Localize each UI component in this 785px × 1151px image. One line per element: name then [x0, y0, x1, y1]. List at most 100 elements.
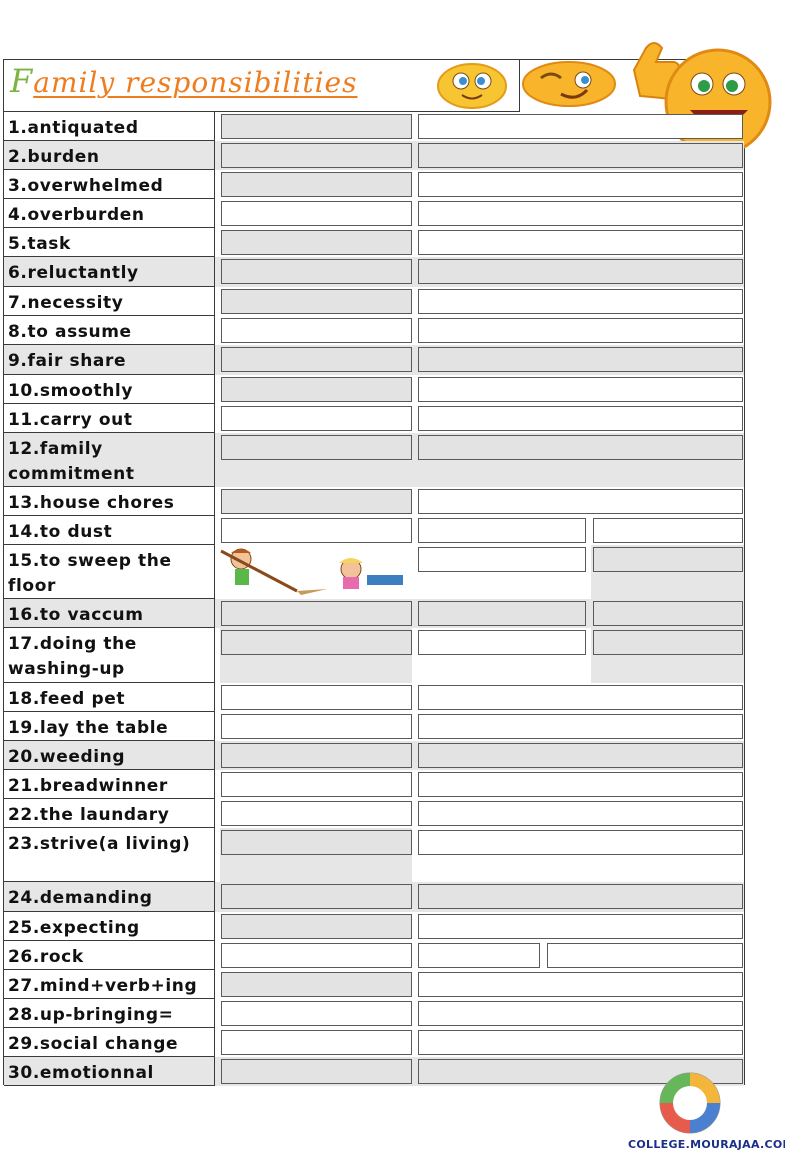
- answer-box-meaning[interactable]: [221, 830, 412, 855]
- answer-box-form-2[interactable]: [593, 601, 743, 626]
- answer-box-meaning[interactable]: [221, 714, 412, 739]
- answer-box-meaning[interactable]: [221, 685, 412, 710]
- answer-box-definition[interactable]: [418, 884, 743, 909]
- vocab-term: 7.necessity: [4, 287, 215, 316]
- answer-box-meaning[interactable]: [221, 406, 412, 431]
- answer-box-meaning[interactable]: [221, 943, 412, 968]
- answer-box-definition[interactable]: [418, 801, 743, 826]
- answer-box-meaning[interactable]: [221, 143, 412, 168]
- vocab-term: 9.fair share: [4, 345, 215, 375]
- vocab-term: 15.to sweep the floor: [4, 545, 215, 599]
- table-row: 1.antiquated: [4, 112, 744, 141]
- vocab-term: 26.rock: [4, 941, 215, 970]
- vocab-term: 27.mind+verb+ing: [4, 970, 215, 999]
- answer-box-meaning[interactable]: [221, 914, 412, 939]
- answer-box-form-2[interactable]: [547, 943, 743, 968]
- answer-box-meaning[interactable]: [221, 1059, 412, 1084]
- answer-box-definition[interactable]: [418, 772, 743, 797]
- answer-box-definition[interactable]: [418, 114, 743, 139]
- smiley-icon: [437, 63, 507, 109]
- answer-box-meaning[interactable]: [221, 201, 412, 226]
- answer-box-meaning[interactable]: [221, 601, 412, 626]
- answer-box-definition[interactable]: [418, 259, 743, 284]
- answer-box-meaning[interactable]: [221, 489, 412, 514]
- table-row: 15.to sweep the floor: [4, 545, 744, 599]
- answer-box-meaning[interactable]: [221, 377, 412, 402]
- answer-box-definition[interactable]: [418, 1001, 743, 1026]
- answer-box-definition[interactable]: [418, 230, 743, 255]
- answer-box-meaning[interactable]: [221, 801, 412, 826]
- title-first-letter: F: [10, 62, 34, 100]
- table-row: 28.up-bringing=: [4, 999, 744, 1028]
- vocab-term: 25.expecting: [4, 912, 215, 941]
- table-row: 22.the laundary: [4, 799, 744, 828]
- table-row: 19.lay the table: [4, 712, 744, 741]
- table-row: 20.weeding: [4, 741, 744, 770]
- vocab-term: 2.burden: [4, 141, 215, 170]
- answer-box-meaning[interactable]: [221, 114, 412, 139]
- vocab-term: 4.overburden: [4, 199, 215, 228]
- answer-box-definition[interactable]: [418, 1030, 743, 1055]
- answer-box-meaning[interactable]: [221, 884, 412, 909]
- vocab-term: 21.breadwinner: [4, 770, 215, 799]
- vocab-term: 28.up-bringing=: [4, 999, 215, 1028]
- answer-box-definition[interactable]: [418, 685, 743, 710]
- answer-box-definition[interactable]: [418, 143, 743, 168]
- answer-box-form-2[interactable]: [593, 518, 743, 543]
- answer-box-meaning[interactable]: [221, 1001, 412, 1026]
- vocab-term: 14.to dust: [4, 516, 215, 545]
- table-row: 24.demanding: [4, 882, 744, 912]
- vocab-term: 12.family commitment: [4, 433, 215, 487]
- vocab-term: 23.strive(a living): [4, 828, 215, 882]
- answer-box-definition[interactable]: [418, 972, 743, 997]
- answer-box-definition[interactable]: [418, 489, 743, 514]
- answer-box-meaning[interactable]: [221, 318, 412, 343]
- vocab-term: 13.house chores: [4, 487, 215, 516]
- answer-box-definition[interactable]: [418, 406, 743, 431]
- answer-box-meaning[interactable]: [221, 347, 412, 372]
- vocab-term: 1.antiquated: [4, 112, 215, 141]
- answer-box-meaning[interactable]: [221, 172, 412, 197]
- answer-box-form-1[interactable]: [418, 547, 586, 572]
- table-row: 2.burden: [4, 141, 744, 170]
- answer-box-meaning[interactable]: [221, 435, 412, 460]
- answer-box-form-2[interactable]: [593, 630, 743, 655]
- answer-box-meaning[interactable]: [221, 518, 412, 543]
- answer-box-meaning[interactable]: [221, 1030, 412, 1055]
- vocab-term: 10.smoothly: [4, 375, 215, 404]
- answer-box-meaning[interactable]: [221, 289, 412, 314]
- answer-box-form-1[interactable]: [418, 943, 540, 968]
- answer-box-definition[interactable]: [418, 172, 743, 197]
- answer-box-form-1[interactable]: [418, 630, 586, 655]
- answer-box-definition[interactable]: [418, 289, 743, 314]
- answer-box-meaning[interactable]: [221, 630, 412, 655]
- answer-box-form-1[interactable]: [418, 601, 586, 626]
- table-row: 4.overburden: [4, 199, 744, 228]
- table-row: 23.strive(a living): [4, 828, 744, 882]
- answer-box-form-2[interactable]: [593, 547, 743, 572]
- answer-box-form-1[interactable]: [418, 518, 586, 543]
- table-row: 13.house chores: [4, 487, 744, 516]
- answer-box-definition[interactable]: [418, 347, 743, 372]
- table-row: 26.rock: [4, 941, 744, 970]
- answer-box-definition[interactable]: [418, 714, 743, 739]
- answer-box-meaning[interactable]: [221, 772, 412, 797]
- answer-box-meaning[interactable]: [221, 230, 412, 255]
- answer-box-definition[interactable]: [418, 318, 743, 343]
- answer-box-definition[interactable]: [418, 377, 743, 402]
- footer-website[interactable]: COLLEGE.MOURAJAA.COM: [628, 1138, 785, 1151]
- winking-smiley-icon: [522, 61, 616, 107]
- answer-box-definition[interactable]: [418, 201, 743, 226]
- vocab-term: 29.social change: [4, 1028, 215, 1057]
- answer-box-definition[interactable]: [418, 914, 743, 939]
- vocab-term: 16.to vaccum: [4, 599, 215, 628]
- answer-box-meaning[interactable]: [221, 259, 412, 284]
- vocab-term: 30.emotionnal: [4, 1057, 215, 1086]
- sweeping-kids-illustration: [217, 545, 413, 597]
- table-row: 11.carry out: [4, 404, 744, 433]
- answer-box-definition[interactable]: [418, 743, 743, 768]
- answer-box-definition[interactable]: [418, 435, 743, 460]
- answer-box-definition[interactable]: [418, 830, 743, 855]
- answer-box-meaning[interactable]: [221, 743, 412, 768]
- answer-box-meaning[interactable]: [221, 972, 412, 997]
